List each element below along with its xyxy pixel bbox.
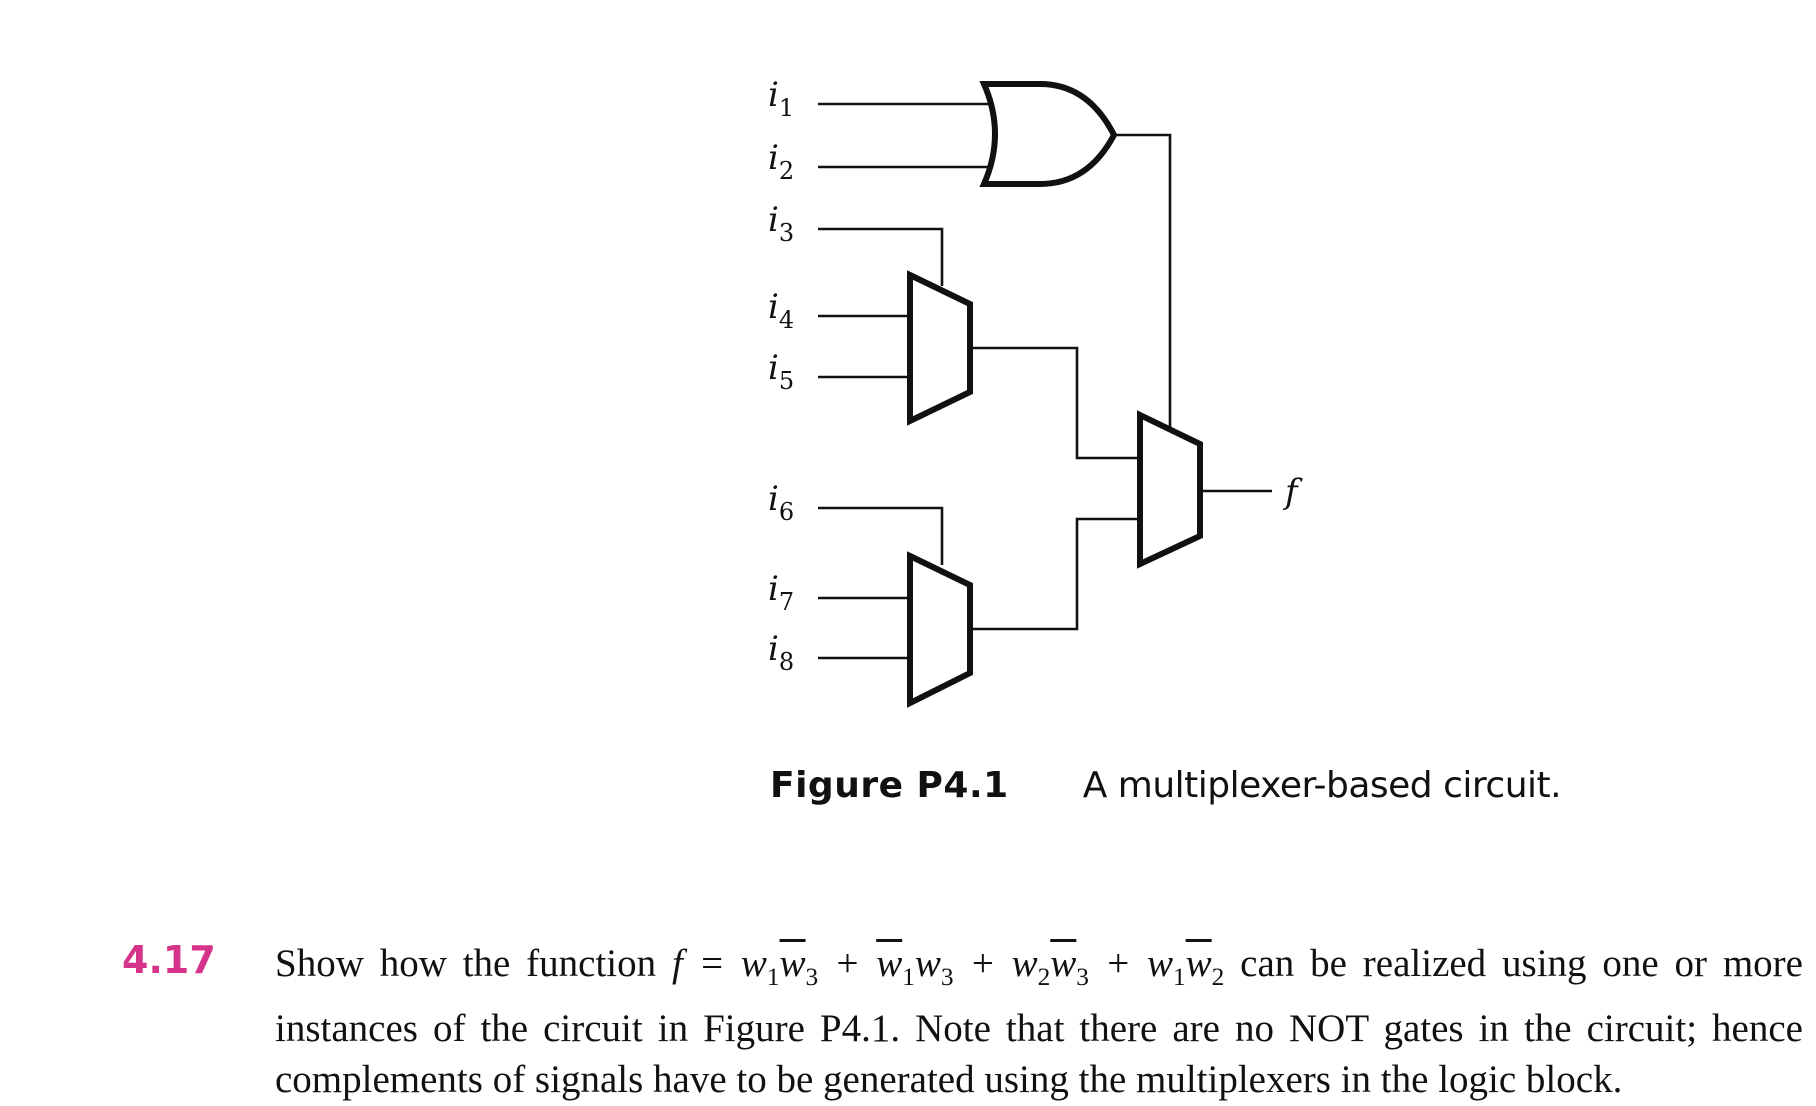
equation-variable: w3 — [779, 942, 819, 991]
input-label-i7: i7 — [768, 569, 794, 616]
input-label-i6: i6 — [768, 479, 794, 526]
problem-text: Show how the function f = w1w3 + w1w3 + … — [275, 938, 1803, 1105]
mux-3 — [1137, 410, 1203, 569]
input-label-i1: i1 — [768, 75, 794, 122]
equation-plus: + — [953, 942, 1012, 985]
figure-title: A multiplexer-based circuit. — [1082, 765, 1562, 806]
wire-i3 — [818, 227, 944, 286]
output-label-f: f — [1282, 472, 1303, 512]
equation-variable: w3 — [914, 942, 954, 991]
wires — [818, 102, 1272, 660]
input-label-i8: i8 — [768, 629, 794, 676]
or-gate — [979, 81, 1118, 187]
function-equation: f = w1w3 + w1w3 + w2w3 + w1w2 — [672, 942, 1225, 991]
equation-variable: w1 — [740, 942, 780, 991]
equation-variable: w3 — [1050, 942, 1089, 991]
mux-1 — [907, 270, 973, 426]
wire-or-to-mux3-select — [1110, 133, 1172, 430]
wire-mux2-to-mux3 — [970, 517, 1140, 631]
input-label-i5: i5 — [768, 348, 794, 395]
equation-equals: = — [682, 942, 741, 985]
figure-caption: Figure P4.1 A multiplexer-based circuit. — [770, 765, 1562, 806]
wire-mux1-to-mux3 — [970, 346, 1140, 460]
equation-plus: + — [818, 942, 877, 985]
equation-lhs: f — [672, 942, 683, 985]
problem-number: 4.17 — [122, 938, 216, 982]
problem-text-before: Show how the function — [275, 942, 672, 985]
input-labels: i1 i2 i3 i4 i5 i6 i7 i8 — [768, 75, 794, 676]
input-label-i4: i4 — [768, 287, 794, 334]
mux-2 — [907, 551, 973, 708]
equation-plus: + — [1088, 942, 1147, 985]
input-label-i2: i2 — [768, 138, 794, 185]
figure-number: Figure P4.1 — [770, 765, 1009, 806]
equation-variable: w1 — [1146, 942, 1186, 991]
equation-variable: w2 — [1185, 942, 1225, 991]
input-label-i3: i3 — [768, 200, 794, 247]
circuit-diagram: i1 i2 i3 i4 i5 i6 i7 i8 f — [768, 75, 1303, 708]
equation-variable: w1 — [876, 942, 915, 991]
wire-i6 — [818, 506, 944, 565]
problem-text-after: can be realized using one or more instan… — [275, 942, 1803, 1101]
equation-variable: w2 — [1011, 942, 1051, 991]
